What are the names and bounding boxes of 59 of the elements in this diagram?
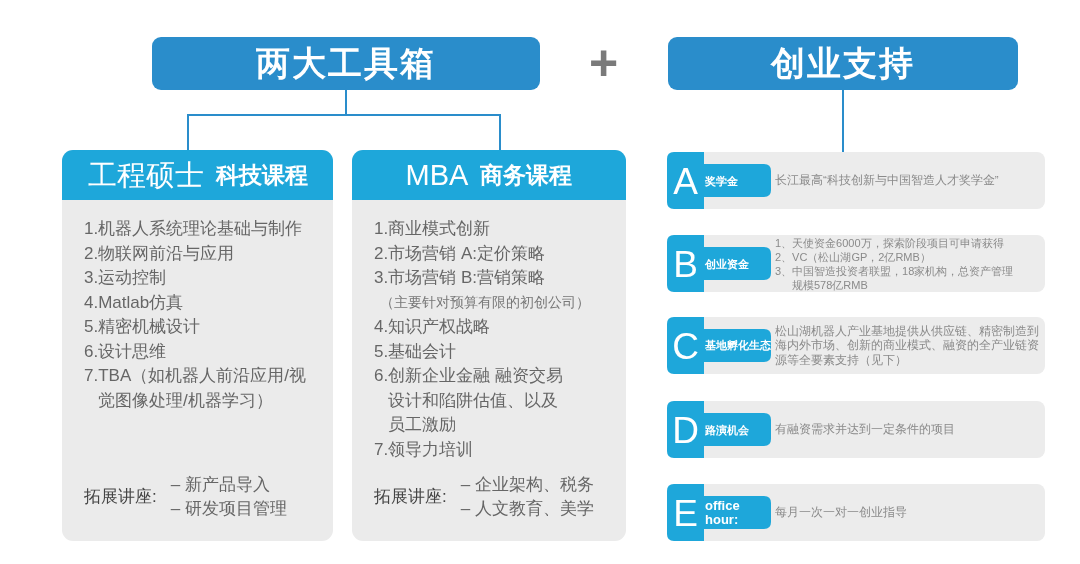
tab-letter: B [673,245,698,282]
support-bar [667,317,1045,374]
course-note: （主要针对预算有限的初创公司） [380,293,590,312]
card-title: MBA [405,158,469,192]
letter-tab [667,152,771,209]
course-card [62,150,333,541]
letter-tab [667,317,771,374]
course-item: 6.创新企业金融 融资交易设计和陷阱估值、以及员工激励 [374,365,564,436]
funding-item: 1、天使资金6000万，探索阶段项目可申请获得 [775,235,1004,250]
tab-letter: C [672,327,699,364]
course-item: 2.物联网前沿与应用 [84,242,235,265]
funding-item: 3、中国智造投资者联盟，18家机构，总资产管理规模578亿RMB [775,263,1015,292]
lecture-label: 拓展讲座: [374,486,447,508]
title-banner: 创业支持 [668,37,1018,90]
tab-letter: E [673,494,698,531]
course-item: 7.TBA（如机器人前沿应用/视觉图像处理/机器学习） [84,365,307,412]
course-item: 2.市场营销 A:定价策略 [374,242,545,265]
course-item: 6.设计思维 [84,340,167,363]
course-item: 3.运动控制 [84,267,167,289]
tab-label: office hour: [705,498,741,527]
course-item: 4.知识产权战略 [374,316,491,338]
support-bar [667,401,1045,458]
support-description: 有融资需求并达到一定条件的项目 [775,422,955,437]
card-subtitle: 科技课程 [215,161,308,189]
letter-tab [667,484,771,541]
tab-label: 奖学金 [705,174,738,187]
tab-letter: A [673,162,698,199]
support-bar [667,152,1045,209]
tab-letter: D [672,411,699,448]
tab-label: 基地孵化生态 [705,339,771,352]
letter-tab [667,235,771,292]
course-card [352,150,626,541]
tab-label: 创业资金 [705,257,749,270]
title-banner: 两大工具箱 [152,37,540,90]
lecture-item: – 人文教育、美学 [460,498,594,520]
support-description: 长江最高“科技创新与中国智造人才奖学金” [775,173,999,188]
course-item: 7.领导力培训 [374,438,474,461]
connector-line [345,89,501,151]
letter-tab [667,401,771,458]
support-bar [667,235,1045,292]
lecture-label: 拓展讲座: [84,486,157,508]
lecture-item: – 新产品导入 [170,474,270,496]
course-item: 5.精密机械设计 [84,316,201,338]
lecture-item: – 研发项目管理 [170,498,287,520]
connector-line [842,89,844,153]
support-description: 每月一次一对一创业指导 [775,505,907,520]
course-item: 1.商业模式创新 [374,218,491,240]
course-item: 1.机器人系统理论基础与制作 [84,218,303,240]
card-subtitle: 商务课程 [480,161,573,189]
tab-label: 路演机会 [705,423,749,436]
support-bar [667,484,1045,541]
support-description: 松山湖机器人产业基地提供从供应链、精密制造到海内外市场、创新的商业模式、融资的全产业链资源等全要素支持（见下） [775,323,1040,368]
card-title: 工程硕士 [87,158,204,192]
funding-item: 2、VC（松山湖GP，2亿RMB） [775,249,931,264]
course-item: 3.市场营销 B:营销策略 [374,267,545,289]
plus-sign: + [589,38,619,88]
course-item: 5.基础会计 [374,340,457,363]
lecture-item: – 企业架构、税务 [460,474,594,496]
course-item: 4.Matlab仿真 [84,291,184,314]
